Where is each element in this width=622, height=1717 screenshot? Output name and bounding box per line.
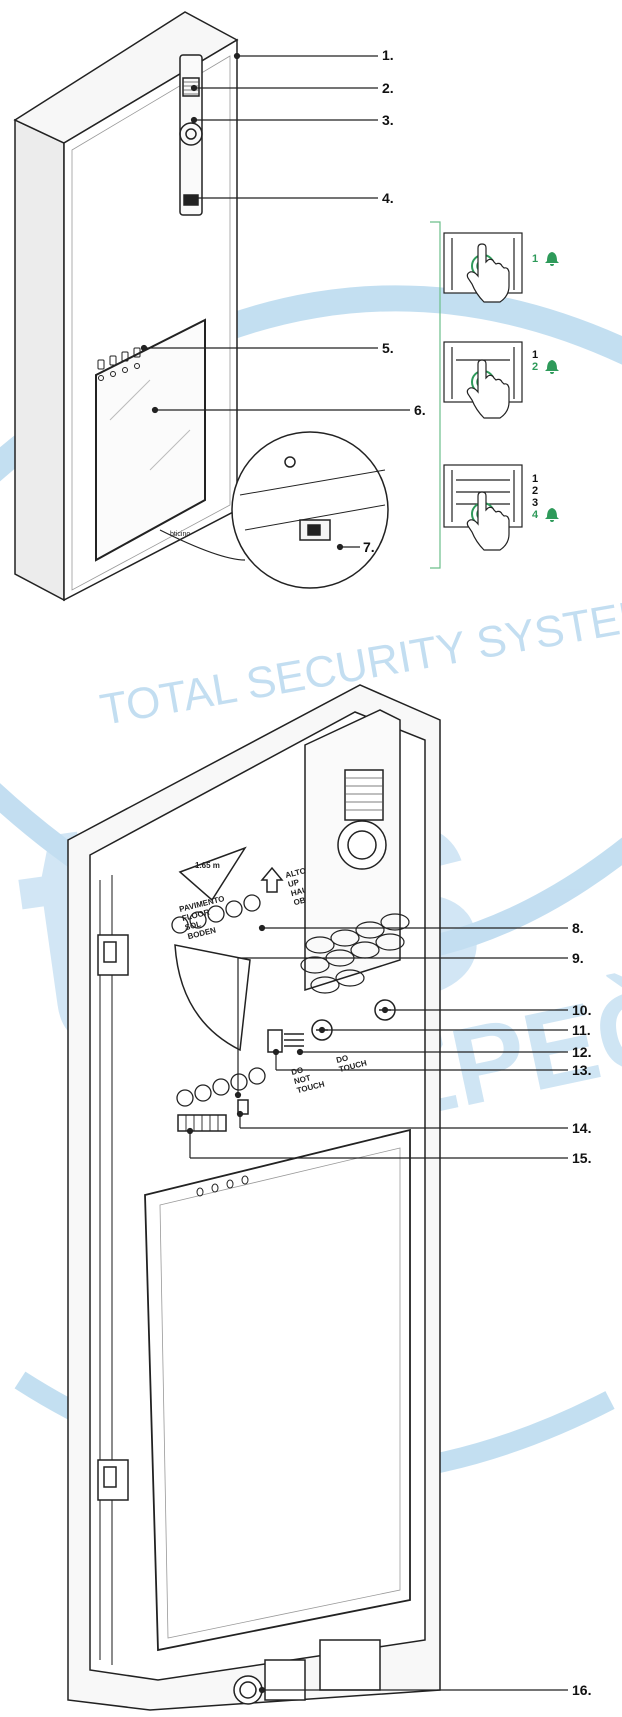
callout-14: 14. [572,1120,591,1136]
speaker-grille [300,913,410,994]
bottom-connector [264,1659,306,1701]
magnifier-detail [159,431,389,589]
locking-screw [233,1675,263,1705]
callout-2: 2. [382,80,394,96]
callout-1: 1. [382,47,394,63]
variant-4-buttons [443,464,523,551]
module-buttons-bottom [176,1067,266,1107]
variant-2-number-2: 2 [532,361,538,373]
callout-12: 12. [572,1044,591,1060]
callout-9: 9. [572,950,584,966]
front-device: bticino [13,11,239,602]
variant-3-number-1: 1 [532,473,538,485]
word-up: UP [287,877,301,889]
word-not: NOT [293,1073,312,1086]
bell-icon [545,360,559,374]
variant-1-number-1: 1 [532,253,538,265]
status-icons [97,347,141,381]
name-card-window [95,318,206,562]
camera-led [183,194,199,206]
callout-5: 5. [382,340,394,356]
callout-15: 15. [572,1150,591,1166]
callout-7: 7. [363,539,375,555]
word-do: DO [290,1065,304,1077]
camera-lens-back [337,820,387,870]
variant-3-number-3: 3 [532,497,538,509]
variant-1-button [443,232,523,303]
callout-4: 4. [382,190,394,206]
bell-icon [545,252,559,266]
lower-led-holes [196,1175,249,1197]
callout-16: 16. [572,1682,591,1698]
brand-plate: bticino [170,531,190,538]
variant-3-number-2: 2 [532,485,538,497]
callout-labels: 1. 2. 3. 4. 5. 6. 7. 8. 9. 10. 11. 12. 13. 14. 15. 16. [363,47,591,1698]
callout-3: 3. [382,112,394,128]
callout-11: 11. [572,1022,591,1038]
floor-triangle [178,846,247,902]
variants-bracket [430,221,441,569]
callout-lines [140,52,568,1694]
callout-13: 13. [572,1062,591,1078]
callout-10: 10. [572,1002,591,1018]
camera-grille-back [344,769,384,821]
jumper-block [267,1029,283,1053]
camera-lens-inner [185,128,197,140]
lower-card-window [144,1128,411,1652]
floor-level-text: 1.65 m [195,861,220,870]
up-arrow [260,866,284,893]
variant-2-number-1: 1 [532,349,538,361]
word-do: DO [335,1053,349,1065]
variant-2-buttons [443,341,523,419]
callout-6: 6. [414,402,426,418]
camera-lens [179,122,203,146]
button-panel-variants [430,221,523,569]
magnifier-circle [231,431,389,589]
bell-icon [545,508,559,522]
camera-grille [182,77,200,97]
device-frame [71,55,231,591]
callout-8: 8. [572,920,584,936]
mic-opening [174,944,251,1052]
variant-3-number-4: 4 [532,509,539,521]
camera-lens-back-inner [347,830,377,860]
device-side-face [14,118,65,602]
module-buttons-top [171,894,261,934]
